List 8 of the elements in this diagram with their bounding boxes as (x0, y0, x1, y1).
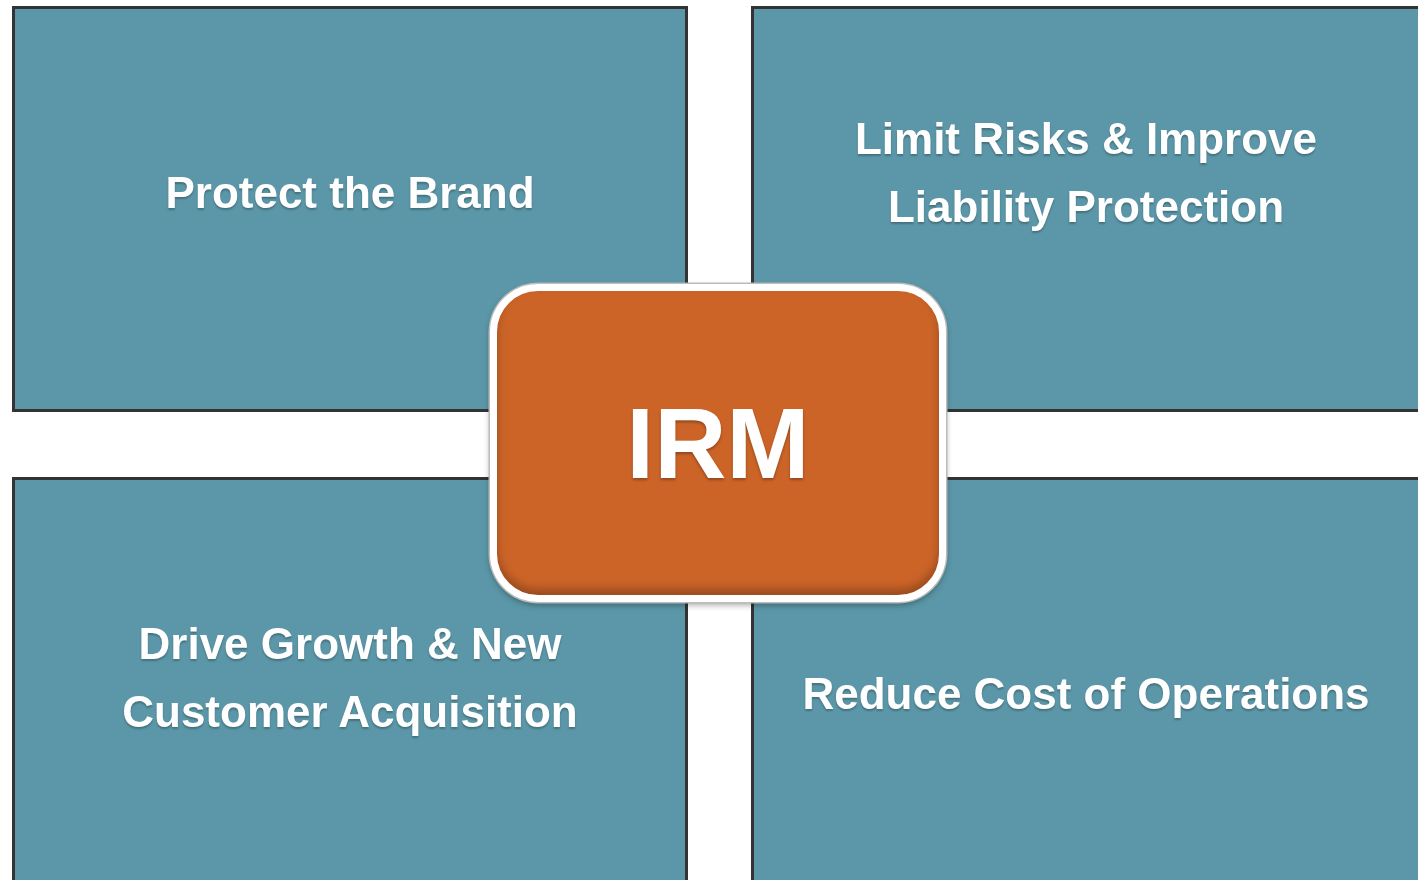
quadrant-label: Drive Growth & New Customer Acquisition (121, 618, 579, 738)
quadrant-label: Limit Risks & Improve Liability Protection (853, 113, 1319, 233)
quadrant-label: Protect the Brand (164, 167, 536, 219)
quadrant-label: Reduce Cost of Operations (801, 668, 1371, 720)
center-title: IRM (625, 393, 811, 493)
quadrant-box (12, 477, 688, 880)
quadrant-box (751, 477, 1418, 880)
center-rounded-box (490, 284, 946, 602)
